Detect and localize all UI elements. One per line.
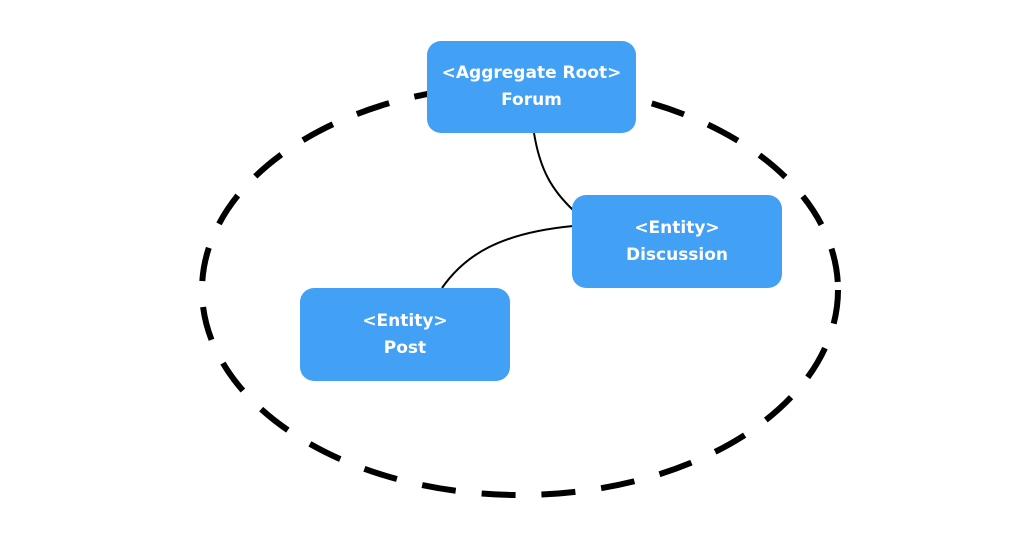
post-stereotype: <Entity> <box>362 310 448 331</box>
discussion-stereotype: <Entity> <box>634 217 720 238</box>
connector-discussion-post <box>441 225 574 289</box>
aggregate-boundary <box>199 82 841 498</box>
connector-forum-discussion <box>533 132 574 211</box>
forum-name: Forum <box>501 90 562 110</box>
forum-stereotype: <Aggregate Root> <box>441 63 622 83</box>
post-name: Post <box>383 337 427 358</box>
entity-post-box[interactable]: <Entity> Post <box>300 288 510 381</box>
aggregate-root-forum-box[interactable]: <Aggregate Root> Forum <box>427 41 636 133</box>
entity-discussion-box[interactable]: <Entity> Discussion <box>572 195 782 288</box>
discussion-name: Discussion <box>625 244 729 265</box>
